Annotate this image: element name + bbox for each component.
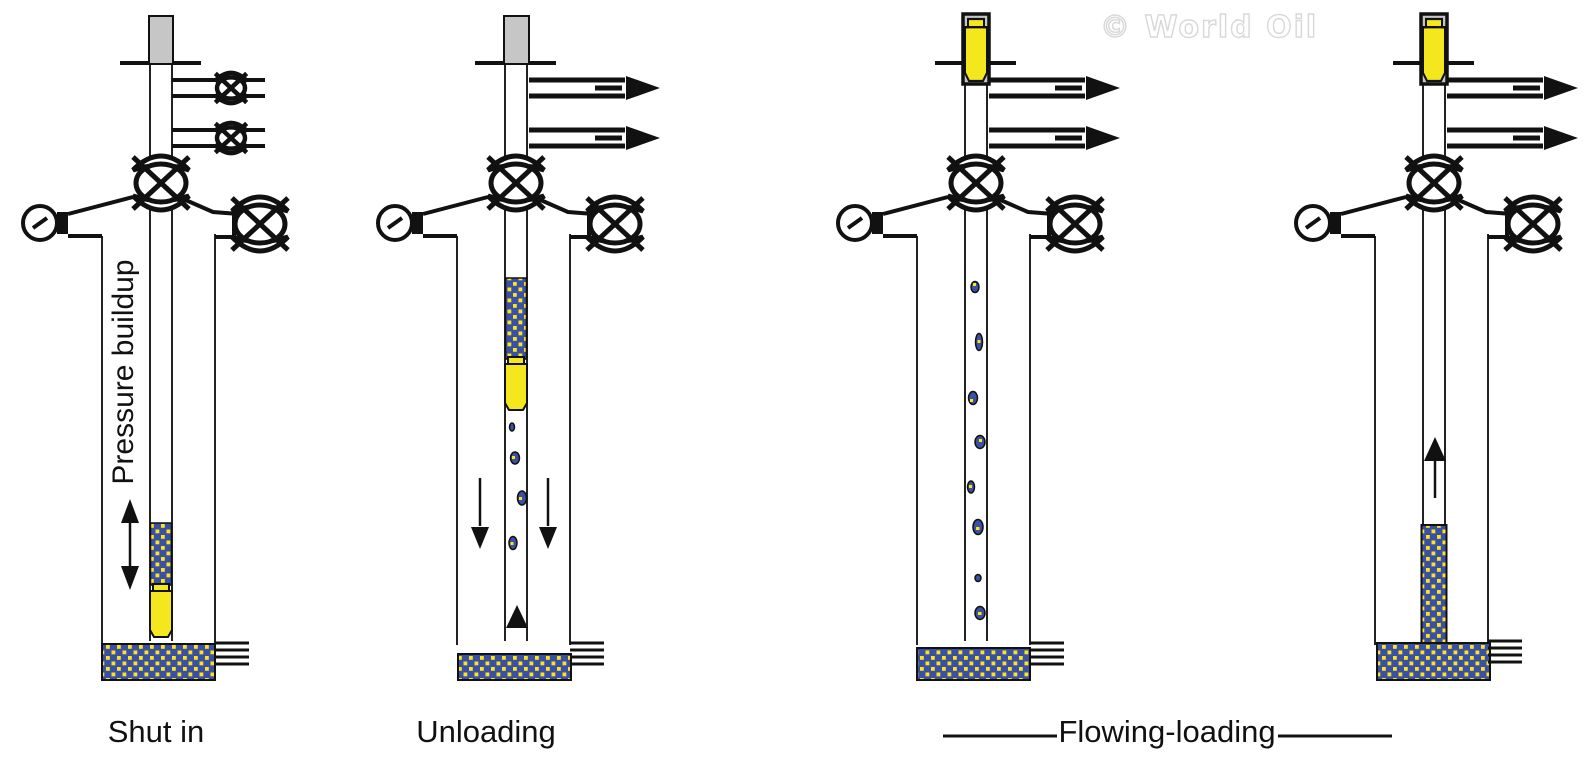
- watermark: © World Oil: [1100, 10, 1318, 45]
- well-loading: [1296, 14, 1578, 681]
- flowline-arrow-icon: [989, 76, 1120, 100]
- plunger-icon: [149, 583, 173, 638]
- perforations-icon: [213, 641, 251, 666]
- falling-droplets: [508, 422, 528, 551]
- arrow-down-icon: [471, 527, 489, 549]
- formation-liquid: [916, 647, 1031, 681]
- loading-liquid-column: [1420, 524, 1448, 645]
- pressure-buildup-annotation: Pressure buildup: [107, 259, 140, 590]
- lubricator-with-plunger: [1421, 14, 1447, 84]
- flowline-arrow-icon: [1447, 126, 1578, 150]
- stage-label-flowing-loading-group: Flowing-loading: [943, 714, 1392, 749]
- wellhead-stub: [148, 15, 174, 65]
- liquid-slug: [504, 277, 528, 360]
- annulus-down-arrows: [471, 478, 557, 549]
- formation-liquid: [1376, 642, 1491, 681]
- gas-up-arrow-icon: [506, 605, 528, 628]
- arrow-up-icon: [121, 499, 139, 523]
- well-shut-in: Pressure buildup: [23, 15, 288, 681]
- stage-label-unloading: Unloading: [416, 714, 556, 749]
- wellhead-assembly: [838, 16, 1103, 645]
- plunger-icon: [504, 356, 528, 411]
- lubricator-with-plunger: [963, 14, 989, 84]
- perforations-icon: [568, 641, 606, 666]
- arrow-down-icon: [539, 527, 557, 549]
- well-unloading: [378, 15, 660, 681]
- gas-up-arrow: [1424, 437, 1446, 498]
- closed-flowline-valve-icon: [172, 123, 265, 153]
- liquid-slug: [149, 522, 173, 586]
- formation-liquid: [101, 643, 216, 681]
- arrow-down-icon: [121, 566, 139, 590]
- pressure-buildup-label: Pressure buildup: [107, 259, 140, 484]
- flowline-arrow-icon: [529, 126, 660, 150]
- well-flowing: [838, 14, 1120, 681]
- perforations-icon: [1028, 641, 1066, 666]
- perforations-icon: [1486, 639, 1524, 664]
- formation-liquid: [457, 653, 572, 681]
- flowline-arrow-icon: [989, 126, 1120, 150]
- wellhead-stub: [503, 15, 530, 65]
- flowline-arrow-icon: [1447, 76, 1578, 100]
- rising-droplets: [966, 280, 986, 621]
- closed-flowline-valve-icon: [172, 73, 265, 103]
- stage-label-flowing-loading: Flowing-loading: [1058, 714, 1275, 749]
- flowline-arrow-icon: [529, 76, 660, 100]
- arrow-up-icon: [1424, 437, 1446, 461]
- stage-label-shut-in: Shut in: [108, 714, 205, 749]
